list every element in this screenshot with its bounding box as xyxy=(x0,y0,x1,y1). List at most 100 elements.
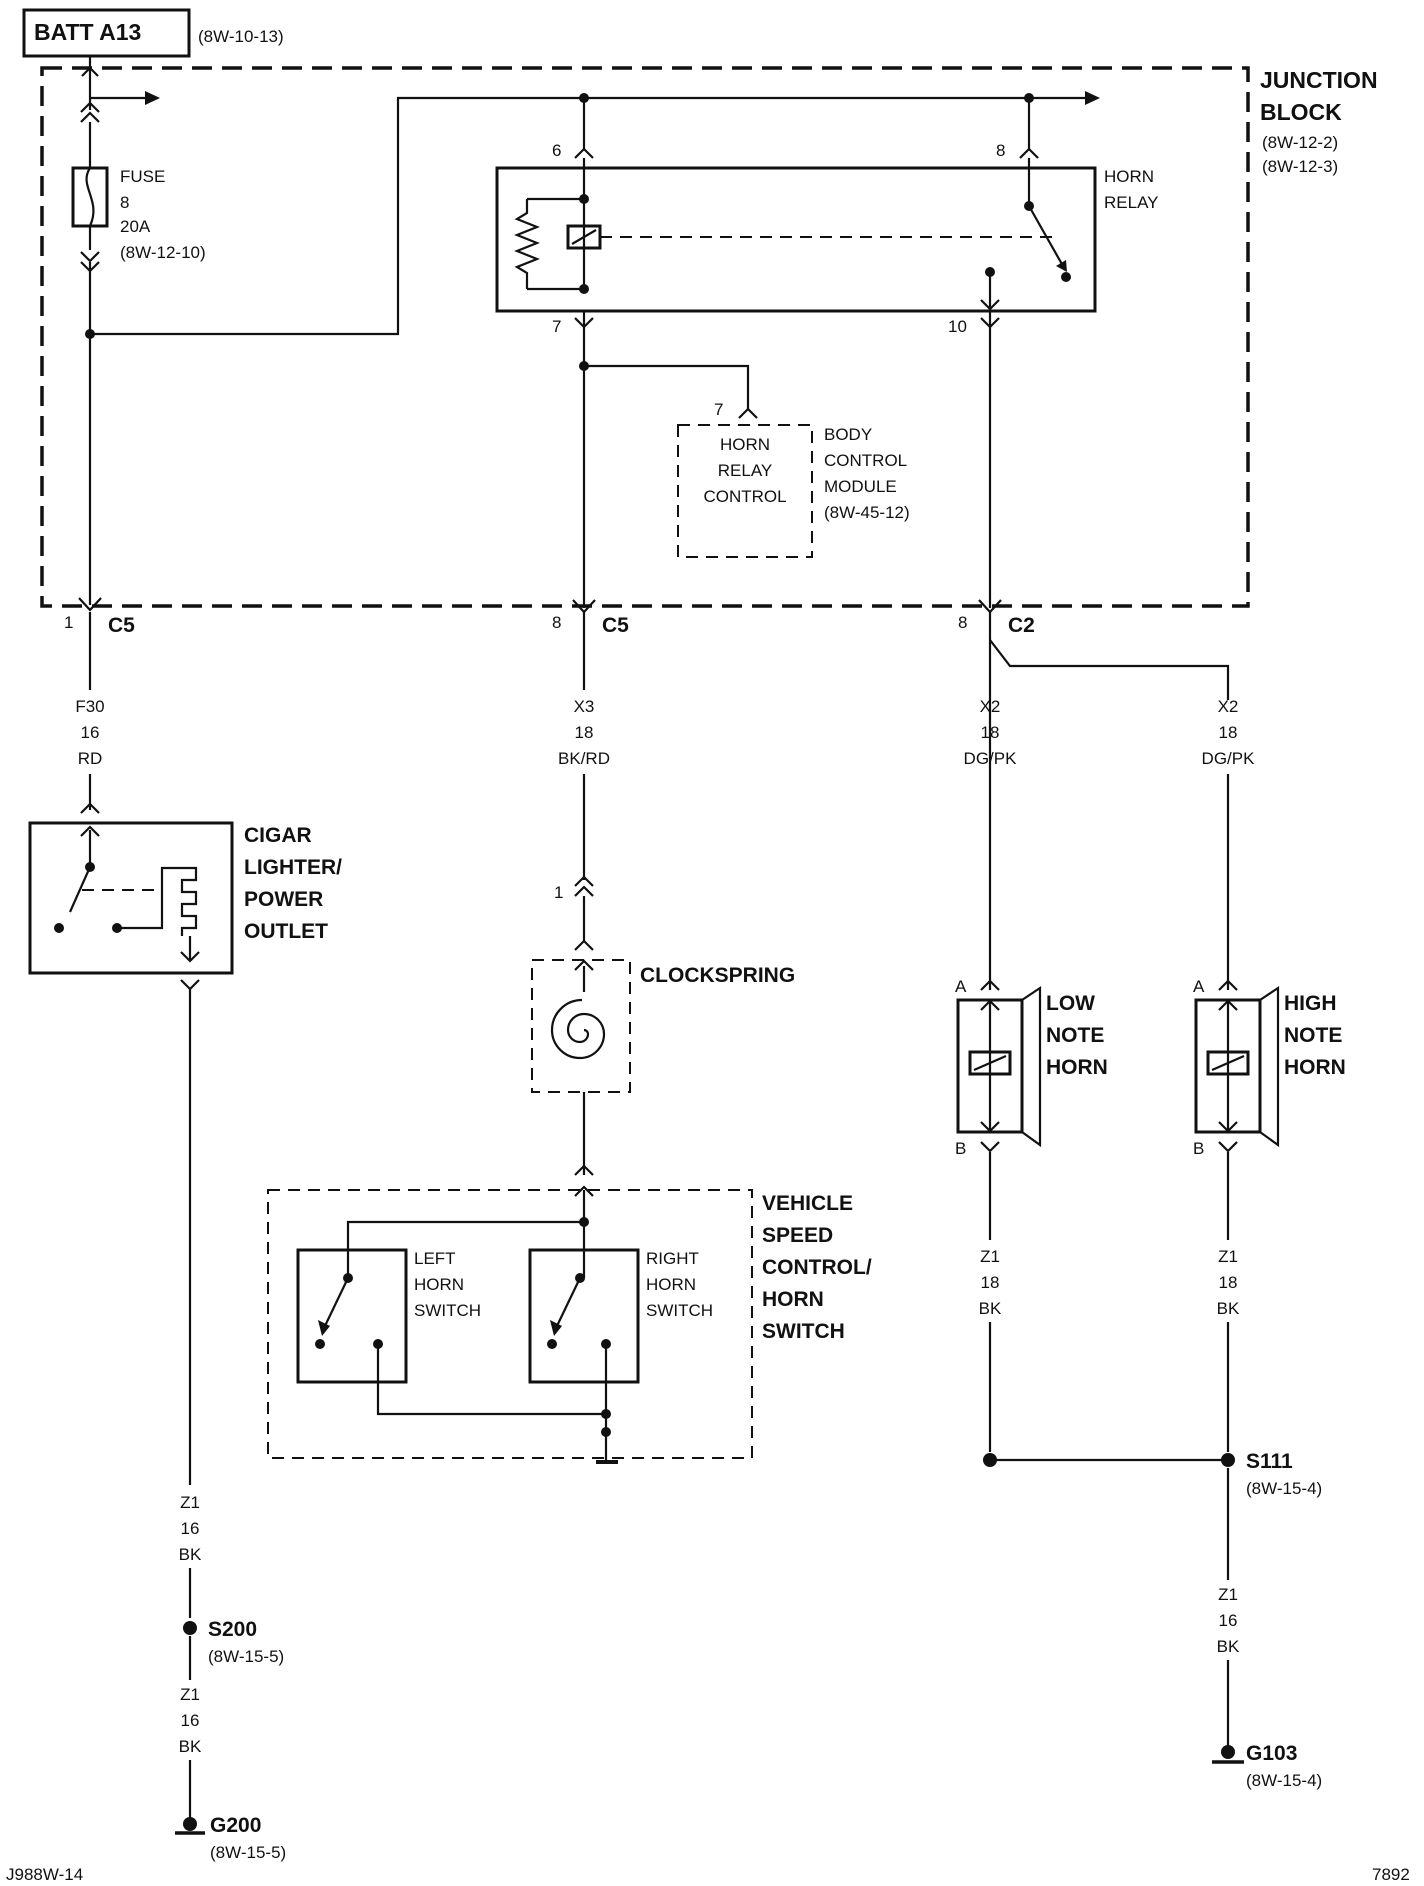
svg-text:C5: C5 xyxy=(602,614,629,637)
svg-text:C2: C2 xyxy=(1008,614,1035,637)
left-switch-label-3: SWITCH xyxy=(414,1301,481,1320)
clockspring-label: CLOCKSPRING xyxy=(640,964,795,987)
splice-s200-name: S200 xyxy=(208,1618,257,1641)
splice-s200-ref: (8W-15-5) xyxy=(208,1647,284,1666)
wire-z1-g103-color: BK xyxy=(1217,1637,1240,1656)
low-note-horn: A B LOW NOTE HORN xyxy=(955,977,1108,1158)
vsc-label-3: CONTROL/ xyxy=(762,1256,872,1279)
wire-x3-color: BK/RD xyxy=(558,749,610,768)
high-horn-label-3: HORN xyxy=(1284,1056,1346,1079)
right-switch-label-2: HORN xyxy=(646,1275,696,1294)
relay-outputs: 7 10 xyxy=(552,311,1000,608)
splice-s111-ref: (8W-15-4) xyxy=(1246,1479,1322,1498)
bcm-label-1: BODY xyxy=(824,425,872,444)
fuse-label: FUSE xyxy=(120,167,165,186)
right-switch-label-3: SWITCH xyxy=(646,1301,713,1320)
wire-f30-gauge: 16 xyxy=(81,723,100,742)
wire-x2-low-circuit: X2 xyxy=(980,697,1001,716)
ground-g103-name: G103 xyxy=(1246,1742,1297,1765)
svg-text:B: B xyxy=(1193,1139,1204,1158)
wire-z1-cig-top-color: BK xyxy=(179,1545,202,1564)
junction-block-ref-1: (8W-12-2) xyxy=(1262,133,1338,152)
svg-text:8: 8 xyxy=(552,613,561,632)
wire-z1-high-gauge: 18 xyxy=(1219,1273,1238,1292)
svg-text:A: A xyxy=(1193,977,1205,996)
wire-z1-low-circuit: Z1 xyxy=(980,1247,1000,1266)
left-horn-switch xyxy=(296,1248,408,1384)
relay-pin-8: 8 xyxy=(996,141,1005,160)
left-switch-label-2: HORN xyxy=(414,1275,464,1294)
fuse-circuit: FUSE 8 20A (8W-12-10) xyxy=(71,56,206,605)
high-horn-label-2: NOTE xyxy=(1284,1024,1342,1047)
ground-g200-ref: (8W-15-5) xyxy=(210,1843,286,1862)
high-horn-coil-icon xyxy=(1206,1050,1250,1076)
cigar-label-3: POWER xyxy=(244,888,323,911)
horn-circuits: X2 18 DG/PK X2 18 DG/PK A B LOW NOTE HOR… xyxy=(955,612,1346,1790)
cigar-label-2: LIGHTER/ xyxy=(244,856,342,879)
splice-s200-dot xyxy=(183,1621,197,1635)
wire-x3-gauge: 18 xyxy=(575,723,594,742)
wire-x2-high-gauge: 18 xyxy=(1219,723,1238,742)
bcm-inner-3: CONTROL xyxy=(703,487,786,506)
splice-s111-name: S111 xyxy=(1246,1450,1293,1473)
relay-pin-10: 10 xyxy=(948,317,967,336)
footer-left: J988W-14 xyxy=(6,1865,83,1884)
wire-f30-circuit: F30 xyxy=(75,697,104,716)
svg-text:C5: C5 xyxy=(108,614,135,637)
wire-z1-g103-gauge: 16 xyxy=(1219,1611,1238,1630)
high-note-horn: A B HIGH NOTE HORN xyxy=(1193,977,1346,1158)
low-horn-label-3: HORN xyxy=(1046,1056,1108,1079)
wire-f30-color: RD xyxy=(78,749,103,768)
low-horn-label-1: LOW xyxy=(1046,992,1095,1015)
connector-c5-left: 1 C5 xyxy=(64,597,135,637)
clockspring-pin-1: 1 xyxy=(554,883,563,902)
wire-z1-high-circuit: Z1 xyxy=(1218,1247,1238,1266)
junction-block-ref-2: (8W-12-3) xyxy=(1262,157,1338,176)
right-switch-label-1: RIGHT xyxy=(646,1249,699,1268)
bcm-inner-2: RELAY xyxy=(718,461,773,480)
vsc-label-1: VEHICLE xyxy=(762,1192,853,1215)
vsc-label-5: SWITCH xyxy=(762,1320,845,1343)
wire-z1-low-color: BK xyxy=(979,1299,1002,1318)
low-horn-label-2: NOTE xyxy=(1046,1024,1104,1047)
fuse-ref: (8W-12-10) xyxy=(120,243,206,262)
body-control-module: 7 HORN RELAY CONTROL BODY CONTROL MODULE… xyxy=(677,400,910,558)
bcm-ref: (8W-45-12) xyxy=(824,503,910,522)
wire-z1-cig-top-circuit: Z1 xyxy=(180,1493,200,1512)
wire-x2-low-gauge: 18 xyxy=(981,723,1000,742)
low-horn-coil-icon xyxy=(968,1050,1012,1076)
svg-text:1: 1 xyxy=(64,613,73,632)
relay-pin-7: 7 xyxy=(552,317,561,336)
bcm-label-2: CONTROL xyxy=(824,451,907,470)
fuse-number: 8 xyxy=(120,193,129,212)
wire-x2-high-color: DG/PK xyxy=(1202,749,1256,768)
footer-right: 7892 xyxy=(1372,1865,1410,1884)
wire-x2-low-color: DG/PK xyxy=(964,749,1018,768)
batt-label: BATT A13 xyxy=(34,19,141,45)
horn-relay: HORN RELAY xyxy=(495,158,1159,313)
svg-text:B: B xyxy=(955,1139,966,1158)
wire-x3-circuit: X3 xyxy=(574,697,595,716)
splice-s111-dot xyxy=(1221,1453,1235,1467)
left-switch-label-1: LEFT xyxy=(414,1249,456,1268)
high-horn-label-1: HIGH xyxy=(1284,992,1337,1015)
vsc-label-4: HORN xyxy=(762,1288,824,1311)
batt-source: BATT A13 (8W-10-13) xyxy=(22,8,284,58)
horn-relay-label-2: RELAY xyxy=(1104,193,1159,212)
fuse-rating: 20A xyxy=(120,217,151,236)
wire-x2-high-circuit: X2 xyxy=(1218,697,1239,716)
svg-text:A: A xyxy=(955,977,967,996)
bcm-label-3: MODULE xyxy=(824,477,897,496)
wire-z1-cig-bot-circuit: Z1 xyxy=(180,1685,200,1704)
junction-block-title-1: JUNCTION xyxy=(1260,67,1378,93)
wire-z1-cig-top-gauge: 16 xyxy=(181,1519,200,1538)
wire-z1-high-color: BK xyxy=(1217,1299,1240,1318)
relay-feed: 6 8 xyxy=(90,91,1100,336)
cigar-label-4: OUTLET xyxy=(244,920,328,943)
cigar-label-1: CIGAR xyxy=(244,824,312,847)
ground-g103-ref: (8W-15-4) xyxy=(1246,1771,1322,1790)
junction-block-title-2: BLOCK xyxy=(1260,99,1342,125)
wire-z1-g103-circuit: Z1 xyxy=(1218,1585,1238,1604)
svg-text:8: 8 xyxy=(958,613,967,632)
